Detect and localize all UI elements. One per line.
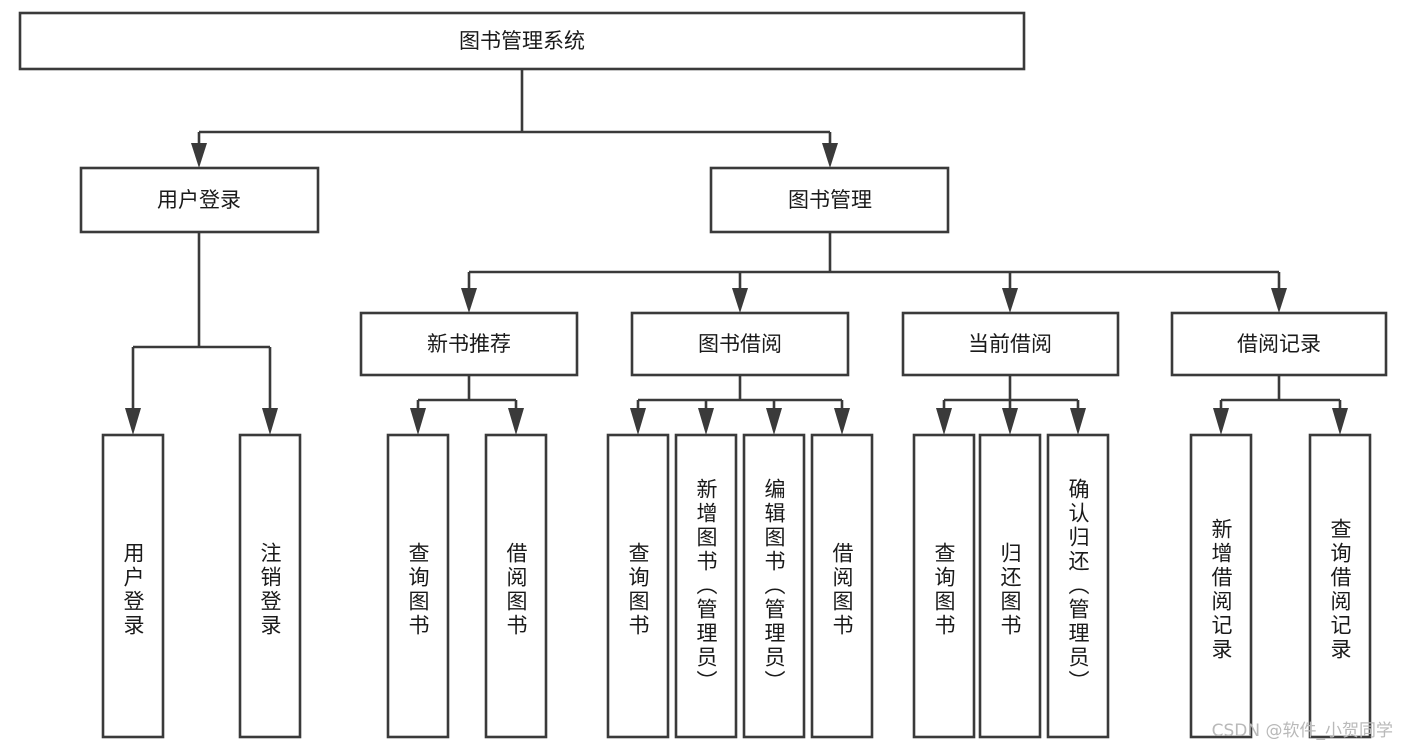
leaf-node-book-borrow-3[interactable]: 借阅图书 [810, 433, 874, 739]
leaf-node-book-borrow-0[interactable]: 查询图书 [606, 433, 670, 739]
leaf-node-current-borrow-0[interactable]: 查询图书 [912, 433, 976, 739]
leaf-node-user-login-1-box[interactable] [238, 433, 302, 739]
leaf-node-borrow-record-1[interactable]: 查询借阅记录 [1308, 433, 1372, 739]
leaf-node-new-book-1-box[interactable] [484, 433, 548, 739]
leaf-node-book-borrow-1-label: 新增图书（管理员） [694, 478, 718, 694]
arrow-head-leaf-book-borrow-0 [630, 408, 646, 435]
leaf-node-current-borrow-1-label: 归还图书 [998, 542, 1022, 638]
leaf-node-book-borrow-1[interactable]: 新增图书（管理员） [674, 433, 738, 739]
leaf-node-current-borrow-1[interactable]: 归还图书 [978, 433, 1042, 739]
arrow-head-leaf-current-borrow-2 [1070, 408, 1086, 435]
leaf-node-book-borrow-2-box[interactable] [742, 433, 806, 739]
arrow-head-leaf-borrow-record-1 [1332, 408, 1348, 435]
arrow-head-leaf-new-book-0 [410, 408, 426, 435]
leaf-node-borrow-record-0[interactable]: 新增借阅记录 [1189, 433, 1253, 739]
connector-group-book-borrow [630, 375, 850, 435]
leaf-node-current-borrow-2-label: 确认归还（管理员） [1066, 478, 1090, 694]
arrow-head-new-book [461, 288, 477, 313]
leaf-node-book-borrow-2[interactable]: 编辑图书（管理员） [742, 433, 806, 739]
node-root[interactable]: 图书管理系统 [18, 11, 1026, 71]
leaf-node-user-login-1[interactable]: 注销登录 [238, 433, 302, 739]
leaf-node-current-borrow-0-label: 查询图书 [932, 542, 956, 638]
node-book-borrow[interactable]: 图书借阅 [630, 311, 850, 377]
arrow-head-leaf-current-borrow-1 [1002, 408, 1018, 435]
leaf-node-user-login-0[interactable]: 用户登录 [101, 433, 165, 739]
node-borrow-record-label: 借阅记录 [1237, 332, 1321, 356]
node-root-box[interactable] [18, 11, 1026, 71]
node-root-label: 图书管理系统 [459, 29, 585, 53]
leaf-node-new-book-1[interactable]: 借阅图书 [484, 433, 548, 739]
node-borrow-record-box[interactable] [1170, 311, 1388, 377]
arrow-head-book-mgmt [822, 143, 838, 168]
node-borrow-record[interactable]: 借阅记录 [1170, 311, 1388, 377]
arrow-head-user-login [191, 143, 207, 168]
node-book-management[interactable]: 图书管理 [709, 166, 950, 234]
leaf-node-book-borrow-0-label: 查询图书 [626, 542, 650, 638]
node-user-login[interactable]: 用户登录 [79, 166, 320, 234]
arrow-head-leaf-book-borrow-1 [698, 408, 714, 435]
arrow-head-current-borrow [1002, 288, 1018, 313]
leaf-node-user-login-1-label: 注销登录 [258, 542, 282, 638]
leaf-node-current-borrow-2[interactable]: 确认归还（管理员） [1046, 433, 1110, 739]
arrow-head-leaf-new-book-1 [508, 408, 524, 435]
node-user-login-label: 用户登录 [157, 188, 241, 212]
node-book-borrow-box[interactable] [630, 311, 850, 377]
leaf-node-borrow-record-0-box[interactable] [1189, 433, 1253, 739]
node-current-borrow-label: 当前借阅 [968, 332, 1052, 356]
leaf-node-current-borrow-1-box[interactable] [978, 433, 1042, 739]
node-book-borrow-label: 图书借阅 [698, 332, 782, 356]
watermark: CSDN @软件_小贺同学 [1211, 721, 1393, 741]
arrow-head-leaf-borrow-record-0 [1213, 408, 1229, 435]
leaf-node-book-borrow-3-box[interactable] [810, 433, 874, 739]
leaf-node-new-book-1-label: 借阅图书 [504, 542, 528, 638]
node-new-book-recommend[interactable]: 新书推荐 [359, 311, 579, 377]
leaf-node-current-borrow-0-box[interactable] [912, 433, 976, 739]
leaf-node-borrow-record-0-label: 新增借阅记录 [1209, 518, 1233, 662]
arrow-head-borrow-record [1271, 288, 1287, 313]
node-book-management-box[interactable] [709, 166, 950, 234]
leaf-node-book-borrow-2-label: 编辑图书（管理员） [762, 478, 786, 694]
leaf-node-book-borrow-3-label: 借阅图书 [830, 542, 854, 638]
leaf-node-book-borrow-0-box[interactable] [606, 433, 670, 739]
node-book-management-label: 图书管理 [788, 188, 872, 212]
leaf-node-user-login-0-box[interactable] [101, 433, 165, 739]
leaf-node-book-borrow-1-box[interactable] [674, 433, 738, 739]
connector-group-new-book-recommend [410, 375, 524, 435]
connector-group-user-login [125, 232, 278, 435]
arrow-head-leaf-user-login-0 [125, 408, 141, 435]
node-new-book-recommend-label: 新书推荐 [427, 332, 511, 356]
leaf-node-user-login-0-label: 用户登录 [121, 542, 145, 638]
arrow-head-book-borrow [732, 288, 748, 313]
leaf-node-borrow-record-1-box[interactable] [1308, 433, 1372, 739]
arrow-head-leaf-book-borrow-2 [766, 408, 782, 435]
arrow-head-leaf-current-borrow-0 [936, 408, 952, 435]
connector-group-current-borrow [936, 375, 1086, 435]
leaf-node-new-book-0-label: 查询图书 [406, 542, 430, 638]
node-user-login-box[interactable] [79, 166, 320, 234]
node-current-borrow-box[interactable] [901, 311, 1120, 377]
leaf-node-new-book-0-box[interactable] [386, 433, 450, 739]
connector-group-book-management [461, 232, 1287, 313]
arrow-head-leaf-book-borrow-3 [834, 408, 850, 435]
arrow-head-leaf-user-login-1 [262, 408, 278, 435]
connector-group-borrow-record [1213, 375, 1348, 435]
leaf-node-borrow-record-1-label: 查询借阅记录 [1328, 518, 1352, 662]
node-current-borrow[interactable]: 当前借阅 [901, 311, 1120, 377]
connector-group-root [191, 69, 838, 168]
node-new-book-recommend-box[interactable] [359, 311, 579, 377]
leaf-node-current-borrow-2-box[interactable] [1046, 433, 1110, 739]
leaf-node-new-book-0[interactable]: 查询图书 [386, 433, 450, 739]
